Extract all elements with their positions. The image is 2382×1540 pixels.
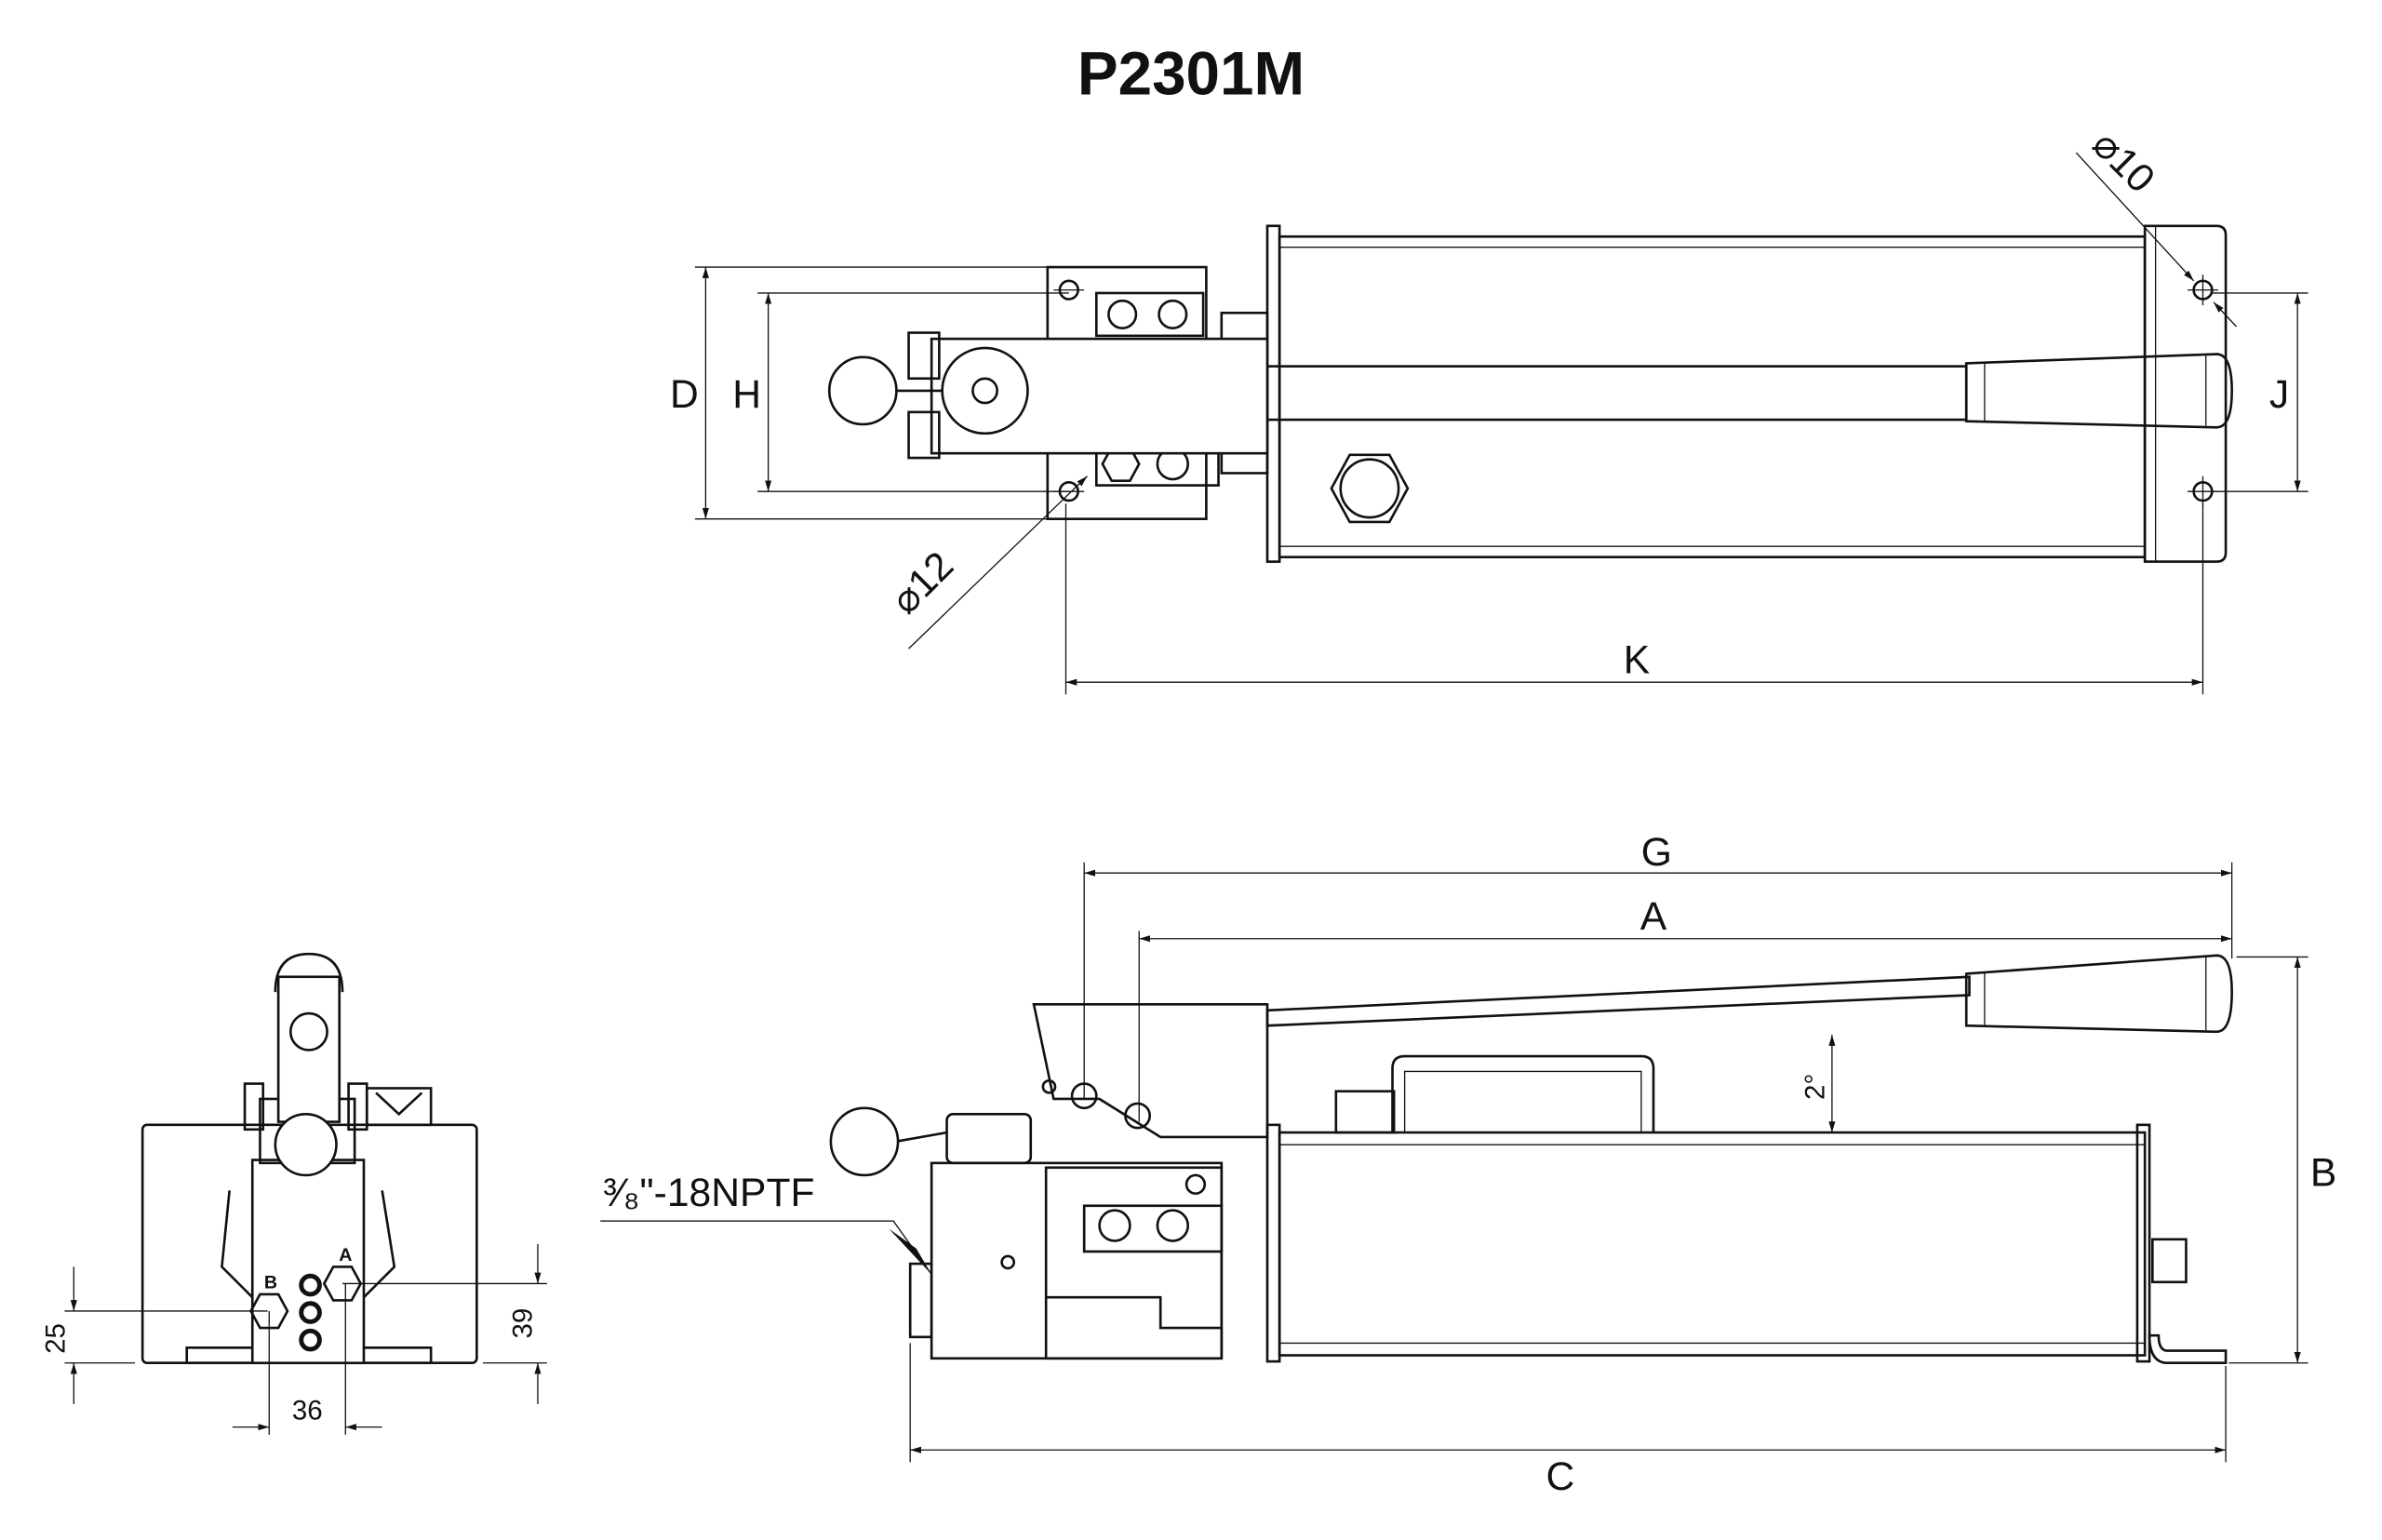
reservoir-top — [1278, 234, 2147, 558]
filler-plug-icon — [1330, 453, 1410, 524]
lever-grip — [1964, 954, 2233, 1034]
dim-b-label: B — [2310, 1150, 2336, 1195]
dim-36-label: 36 — [292, 1395, 323, 1426]
release-valve-knob — [827, 355, 898, 426]
hole-10-label: ⌀10 — [2083, 122, 2163, 202]
dim-d-label: D — [670, 372, 699, 417]
top-view: D H J K ⌀12 ⌀10 — [670, 122, 2308, 695]
side-view: G A B 2° C ³⁄₈"-18NPTF — [600, 830, 2336, 1499]
drawing-title: P2301M — [1077, 40, 1305, 108]
reservoir-side — [1278, 1131, 2147, 1357]
carry-handle — [1391, 1054, 1655, 1133]
dim-c-label: C — [1546, 1454, 1575, 1499]
dim-k-label: K — [1624, 637, 1650, 682]
dim-j-label: J — [2269, 372, 2289, 417]
angle-label: 2° — [1800, 1074, 1831, 1100]
dim-39-label: 39 — [507, 1308, 538, 1339]
handle-grip — [1964, 353, 2233, 429]
port-thread-label: ³⁄₈"-18NPTF — [604, 1171, 815, 1215]
dim-25-label: 25 — [41, 1323, 72, 1354]
lever-rod — [1265, 975, 1971, 1027]
release-knob-side — [829, 1106, 900, 1177]
dim-g-label: G — [1641, 830, 1672, 875]
pump-lever-plate — [1032, 1002, 1269, 1139]
dim-a-label: A — [1640, 894, 1667, 939]
mount-hole-icon — [2188, 275, 2218, 507]
port-a-label: A — [339, 1245, 352, 1265]
port-b-label: B — [264, 1272, 277, 1292]
front-view: A B 25 39 36 — [41, 952, 547, 1435]
port-b-icon — [249, 1292, 289, 1330]
hole-12-label: ⌀12 — [882, 543, 962, 623]
handle-rod — [1265, 365, 1968, 422]
dim-h-label: H — [732, 372, 761, 417]
mounting-flange — [2143, 224, 2228, 563]
